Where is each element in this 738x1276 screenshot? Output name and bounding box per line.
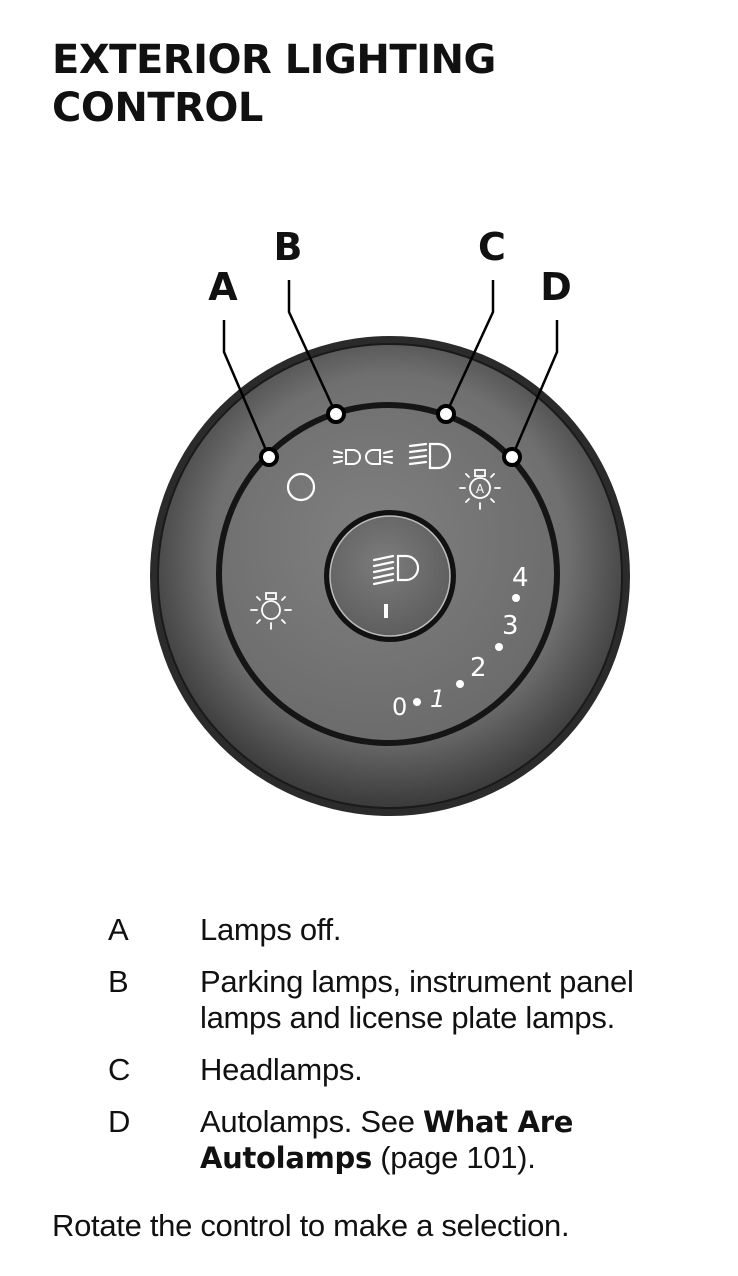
footer-instruction: Rotate the control to make a selection.: [52, 1208, 570, 1243]
callout-dot-b: [326, 404, 346, 424]
legend-text-after: (page 101).: [371, 1140, 536, 1175]
dimmer-scale[interactable]: 0 1 2 3 4: [392, 563, 529, 721]
legend-text: Headlamps.: [200, 1052, 363, 1087]
legend-text: Parking lamps, instrument panel lamps an…: [200, 964, 634, 1035]
circle-icon: [286, 472, 316, 502]
callout-label-d: D: [540, 265, 572, 309]
headlamp-knob-icon: [372, 554, 420, 618]
dimmer-dot: [512, 594, 520, 602]
dimmer-level-1: 1: [430, 685, 445, 713]
legend-text: Autolamps. See What Are Autolamps (page …: [200, 1104, 720, 1176]
headlamp-icon: [408, 442, 452, 470]
page-title: EXTERIOR LIGHTING CONTROL: [52, 36, 496, 132]
title-line-1: EXTERIOR LIGHTING: [52, 37, 496, 83]
callout-label-c: C: [478, 225, 506, 269]
dimmer-level-3: 3: [502, 611, 519, 641]
callout-dot-a: [259, 447, 279, 467]
dimmer-level-2: 2: [470, 653, 487, 683]
legend-letter: C: [108, 1052, 131, 1087]
legend-letter: A: [108, 912, 129, 947]
callout-label-b: B: [274, 225, 303, 269]
lighting-control-figure: A 0 1 2: [0, 200, 738, 840]
lighting-control-diagram: A 0 1 2: [150, 225, 630, 816]
legend-text-before: Autolamps. See: [200, 1104, 423, 1139]
autolamps-link[interactable]: What Are Autolamps: [200, 1105, 574, 1175]
autolamp-icon: A: [459, 469, 501, 510]
callout-dot-d: [502, 447, 522, 467]
dimmer-dot: [456, 680, 464, 688]
parking-lamps-icon: [333, 449, 393, 465]
legend-letter: B: [108, 964, 129, 999]
callout-dots: [259, 404, 522, 467]
panel-lighting-icon: [250, 592, 292, 630]
callout-dot-c: [436, 404, 456, 424]
dimmer-dot: [495, 643, 503, 651]
dimmer-level-0: 0: [392, 693, 407, 721]
callout-label-a: A: [208, 265, 238, 309]
title-line-2: CONTROL: [52, 85, 263, 131]
legend-text: Lamps off.: [200, 912, 342, 947]
svg-text:A: A: [476, 482, 485, 496]
legend-letter: D: [108, 1104, 131, 1139]
callout-lines: [222, 280, 559, 458]
dimmer-dot: [413, 698, 421, 706]
center-knob[interactable]: [329, 515, 451, 637]
dimmer-level-4: 4: [512, 563, 529, 593]
